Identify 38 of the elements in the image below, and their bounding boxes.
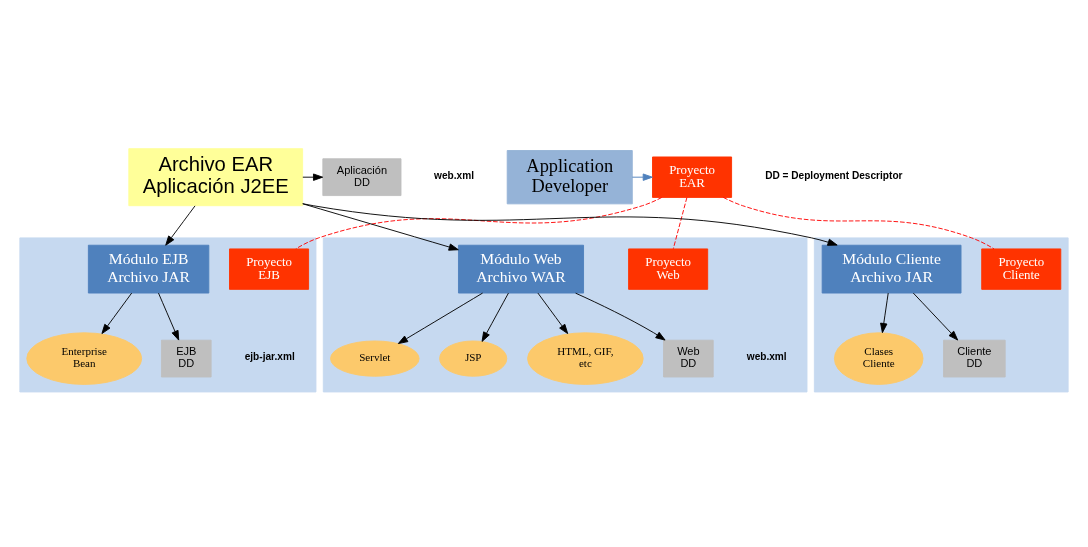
cluster bbox=[322, 236, 808, 392]
node-box: Proyecto EAR bbox=[652, 156, 733, 198]
node-box: EJB DD bbox=[161, 339, 212, 377]
arrow bbox=[575, 292, 666, 341]
arrow bbox=[912, 292, 959, 341]
arrow bbox=[165, 204, 196, 246]
node-box: Cliente DD bbox=[943, 339, 1006, 377]
node-box: Web DD bbox=[663, 339, 714, 377]
node-label: web.xml bbox=[746, 350, 787, 362]
node-box: Proyecto EJB bbox=[229, 247, 310, 290]
node-box: Archivo EAR Aplicación J2EE bbox=[128, 147, 304, 206]
label: DD = Deployment Descriptor bbox=[765, 169, 903, 181]
node-label: web.xml bbox=[434, 169, 474, 181]
node-ellipse: HTML, GIF, etc bbox=[527, 331, 644, 385]
arrow bbox=[302, 173, 324, 181]
arrow bbox=[397, 292, 484, 344]
node-ellipse: JSP bbox=[439, 340, 508, 377]
node-label: ejb-jar.xml bbox=[244, 350, 295, 362]
arrow bbox=[880, 292, 889, 333]
connector bbox=[295, 196, 663, 249]
node-ellipse: Clases Cliente bbox=[833, 331, 924, 385]
arrow bbox=[302, 202, 838, 246]
node-ellipse: Servlet bbox=[330, 340, 420, 377]
arrow bbox=[537, 292, 569, 334]
arrow bbox=[158, 292, 180, 341]
node-box: Módulo EJB Archivo JAR bbox=[87, 244, 210, 293]
arrow bbox=[631, 173, 653, 181]
node-ellipse: Enterprise Bean bbox=[26, 331, 143, 385]
node-box: Módulo Web Archivo WAR bbox=[458, 244, 584, 293]
node-box: Módulo Cliente Archivo JAR bbox=[821, 244, 962, 293]
arrow bbox=[101, 292, 133, 334]
connector bbox=[672, 196, 688, 249]
node-box: Proyecto Cliente bbox=[981, 247, 1062, 290]
node-box: Aplicación DD bbox=[322, 157, 402, 196]
arrow bbox=[481, 292, 509, 342]
connector bbox=[722, 196, 995, 249]
node-box: Application Developer bbox=[506, 149, 633, 204]
node-box: Proyecto Web bbox=[628, 247, 709, 290]
